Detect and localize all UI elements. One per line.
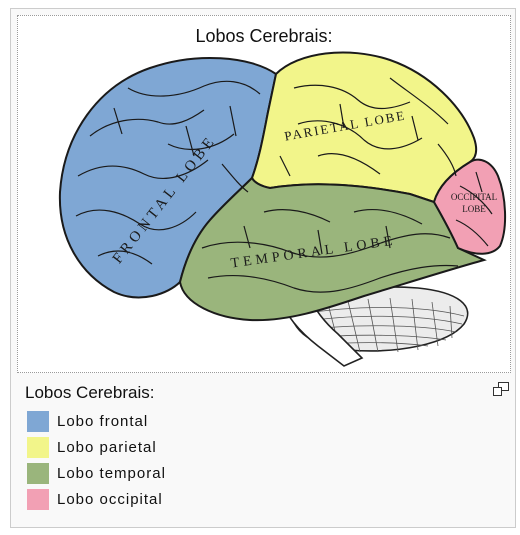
legend-label-frontal: Lobo frontal: [57, 413, 148, 430]
magnify-icon[interactable]: [493, 382, 509, 396]
legend-item-parietal: Lobo parietal: [27, 434, 166, 460]
legend: Lobo frontal Lobo parietal Lobo temporal…: [27, 408, 166, 512]
brain-diagram: FRONTAL LOBE PARIETAL LOBE TEMPORAL LOBE…: [18, 16, 510, 372]
occipital-lobe-label-line1: OCCIPITAL: [451, 192, 497, 202]
legend-swatch-frontal: [27, 411, 49, 432]
legend-swatch-temporal: [27, 463, 49, 484]
figure-title: Lobos Cerebrais:: [18, 26, 510, 47]
legend-label-temporal: Lobo temporal: [57, 465, 166, 482]
legend-item-frontal: Lobo frontal: [27, 408, 166, 434]
legend-swatch-occipital: [27, 489, 49, 510]
legend-item-occipital: Lobo occipital: [27, 486, 166, 512]
legend-item-temporal: Lobo temporal: [27, 460, 166, 486]
occipital-lobe-label-line2: LOBE: [462, 204, 486, 214]
image-thumbnail: FRONTAL LOBE PARIETAL LOBE TEMPORAL LOBE…: [10, 8, 516, 528]
legend-label-parietal: Lobo parietal: [57, 439, 157, 456]
legend-swatch-parietal: [27, 437, 49, 458]
caption: Lobos Cerebrais:: [25, 383, 154, 403]
brain-image[interactable]: FRONTAL LOBE PARIETAL LOBE TEMPORAL LOBE…: [17, 15, 511, 373]
legend-label-occipital: Lobo occipital: [57, 491, 163, 508]
